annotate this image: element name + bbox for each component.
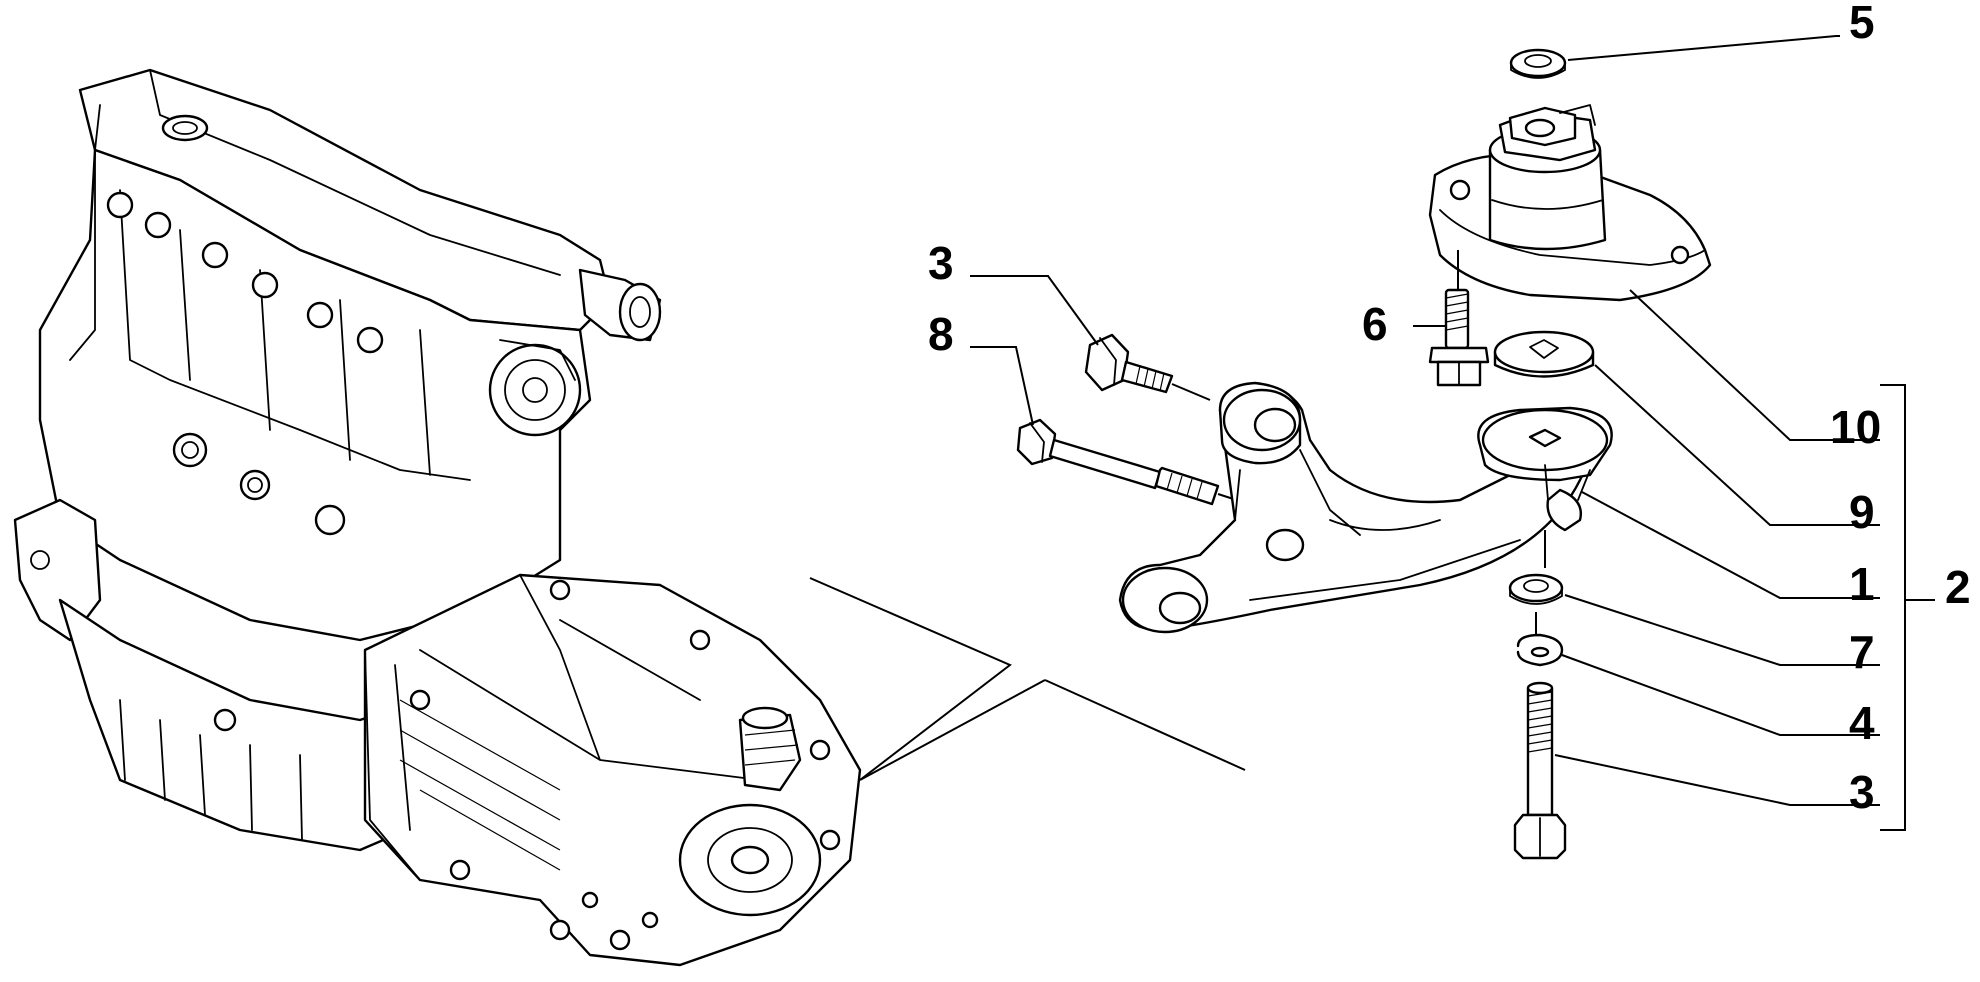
gearbox [363, 573, 862, 967]
callout-4: 4 [1849, 697, 1875, 749]
part-6-bolt [1428, 250, 1490, 387]
callout-5: 5 [1849, 0, 1875, 48]
callout-3-upper: 3 [928, 237, 954, 289]
leader-lines [970, 35, 1880, 806]
callout-9: 9 [1849, 486, 1875, 538]
part-1-bracket [1118, 381, 1613, 634]
bolt-3-pointer [1171, 383, 1211, 401]
engine-block [13, 68, 662, 852]
part-5-washer [1509, 48, 1567, 79]
callout-10: 10 [1830, 401, 1881, 453]
callout-6: 6 [1362, 298, 1388, 350]
callout-8: 8 [928, 308, 954, 360]
part-7-washer [1508, 573, 1564, 605]
callout-1: 1 [1849, 558, 1875, 610]
part-3-lower-long-bolt [1513, 681, 1567, 860]
callout-3-lower: 3 [1849, 766, 1875, 818]
group-2-bracket-line [1880, 384, 1935, 831]
part-4-split-washer [1516, 633, 1564, 667]
part-8-long-bolt [1016, 418, 1253, 506]
part-10-rubber-mount [1428, 104, 1712, 302]
gearbox-pointer-lines [809, 577, 1246, 781]
callout-2: 2 [1945, 561, 1971, 613]
part-3-upper-bolt [1084, 333, 1174, 394]
part-9-disc [1493, 330, 1595, 378]
callout-7: 7 [1849, 626, 1875, 678]
